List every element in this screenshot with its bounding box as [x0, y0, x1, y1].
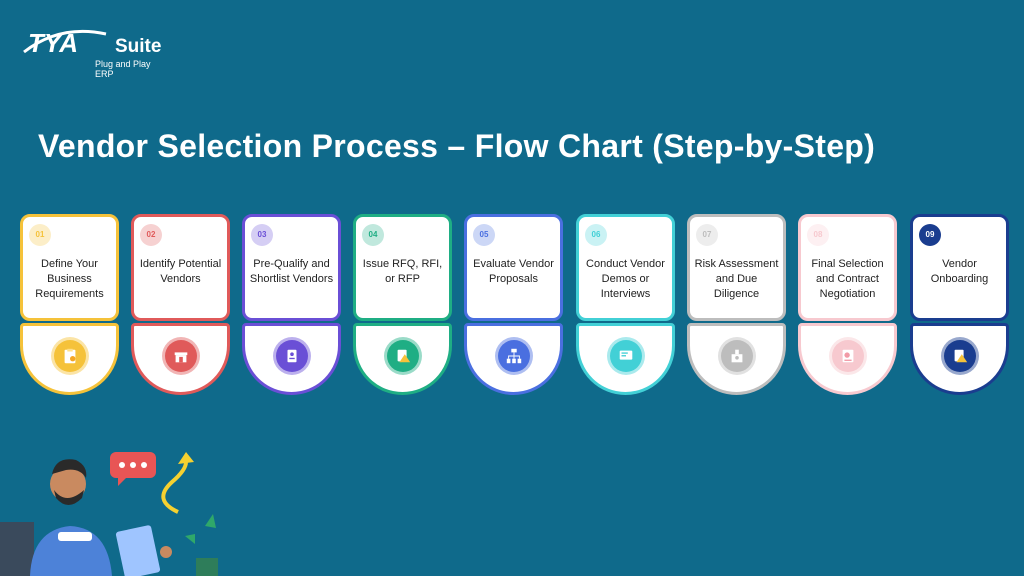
- risk-assessment-icon: [721, 340, 753, 372]
- vendor-stall-icon: [165, 340, 197, 372]
- step-number-badge: 03: [251, 224, 273, 246]
- step-icon-holder: [353, 323, 452, 395]
- presentation-icon: [610, 340, 642, 372]
- step-icon-holder: [798, 323, 897, 395]
- step-icon-holder: [576, 323, 675, 395]
- svg-text:TYA: TYA: [28, 28, 78, 58]
- step-icon-holder: [242, 323, 341, 395]
- step-number-badge: 09: [919, 224, 941, 246]
- step-icon-holder: [131, 323, 230, 395]
- step-label: Risk Assessment and Due Diligence: [694, 258, 779, 300]
- page-title: Vendor Selection Process – Flow Chart (S…: [38, 128, 876, 164]
- warning-doc-icon: [387, 340, 419, 372]
- step-label: Define Your Business Requirements: [35, 258, 104, 300]
- step-number-badge: 07: [696, 224, 718, 246]
- step-number-badge: 04: [362, 224, 384, 246]
- step-number-badge: 05: [473, 224, 495, 246]
- step-label: Issue RFQ, RFI, or RFP: [362, 258, 443, 285]
- step-number-badge: 02: [140, 224, 162, 246]
- brand-tagline: Plug and Play ERP: [95, 59, 151, 79]
- tya-logo-icon: TYA: [23, 28, 107, 58]
- step-icon-holder: [464, 323, 563, 395]
- step-number-badge: 06: [585, 224, 607, 246]
- step-icon-holder: [910, 323, 1009, 395]
- step-label: Pre-Qualify and Shortlist Vendors: [249, 258, 334, 285]
- step-number-badge: 01: [29, 224, 51, 246]
- brand-logo: TYA Suite Plug and Play ERP: [20, 22, 170, 79]
- step-label: Vendor Onboarding: [930, 258, 989, 285]
- contract-icon: [832, 340, 864, 372]
- shortlist-doc-icon: [276, 340, 308, 372]
- step-icon-holder: [20, 323, 119, 395]
- clipboard-gear-icon: [54, 340, 86, 372]
- org-chart-icon: [498, 340, 530, 372]
- step-number-badge: 08: [807, 224, 829, 246]
- step-label: Conduct Vendor Demos or Interviews: [586, 258, 665, 300]
- brand-suite: Suite: [115, 36, 162, 57]
- onboarding-icon: [944, 340, 976, 372]
- step-label: Final Selection and Contract Negotiation: [811, 258, 884, 300]
- step-icon-holder: [687, 323, 786, 395]
- step-label: Evaluate Vendor Proposals: [473, 258, 554, 285]
- person-illustration-icon: [0, 452, 218, 576]
- step-label: Identify Potential Vendors: [139, 258, 222, 285]
